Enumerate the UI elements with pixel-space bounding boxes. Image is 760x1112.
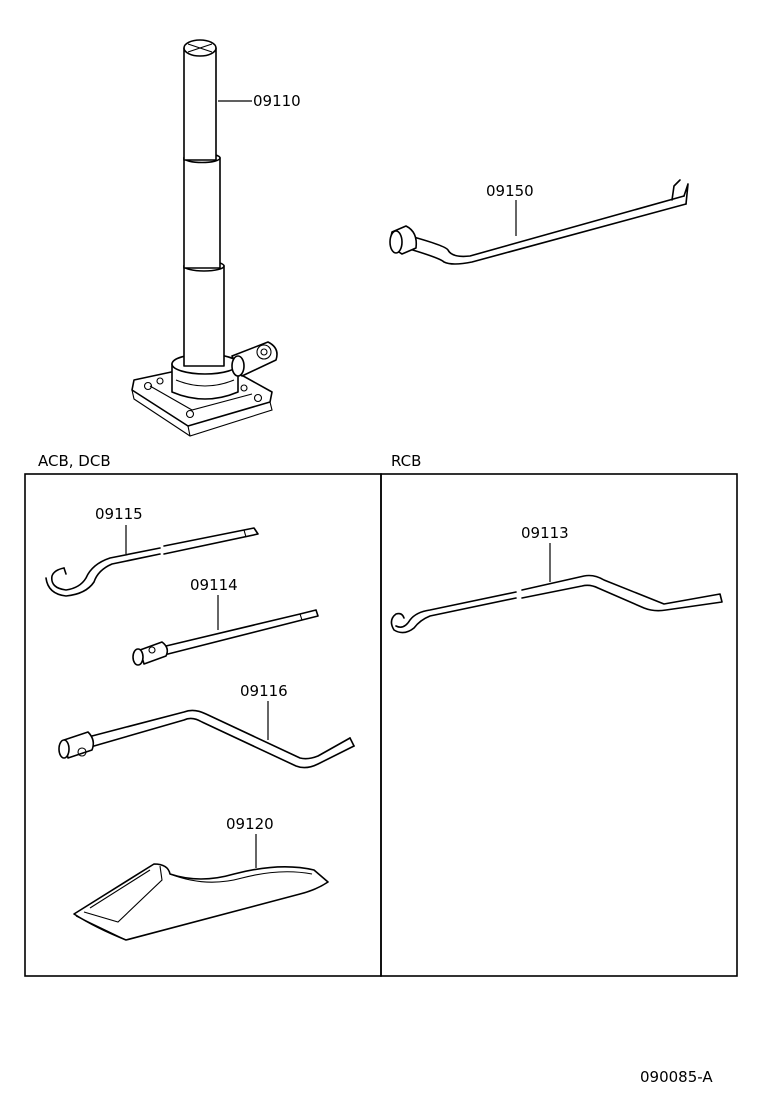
jack-illustration (131, 39, 278, 437)
section-label-rcb: RCB (391, 452, 421, 470)
part-label-jack: 09110 (253, 92, 301, 110)
part-label-jack-handle: 09150 (486, 182, 534, 200)
handle-hook-illustration (45, 527, 259, 597)
extension-rod-illustration (132, 609, 319, 666)
part-label-handle-hook: 09115 (95, 505, 143, 523)
diagram-id: 090085-A (640, 1068, 713, 1086)
part-label-crank-handle: 09116 (240, 682, 288, 700)
right-section-frame (380, 473, 738, 977)
part-label-tool-bag: 09120 (226, 815, 274, 833)
tool-bag-illustration (73, 863, 329, 941)
leader-lines (125, 100, 551, 868)
rcb-handle-illustration (390, 574, 723, 634)
part-label-extension-rod: 09114 (190, 576, 238, 594)
crank-handle-illustration (58, 709, 355, 769)
part-label-rcb-handle: 09113 (521, 524, 569, 542)
jack-handle-illustration (389, 179, 689, 265)
section-label-acb-dcb: ACB, DCB (38, 452, 111, 470)
